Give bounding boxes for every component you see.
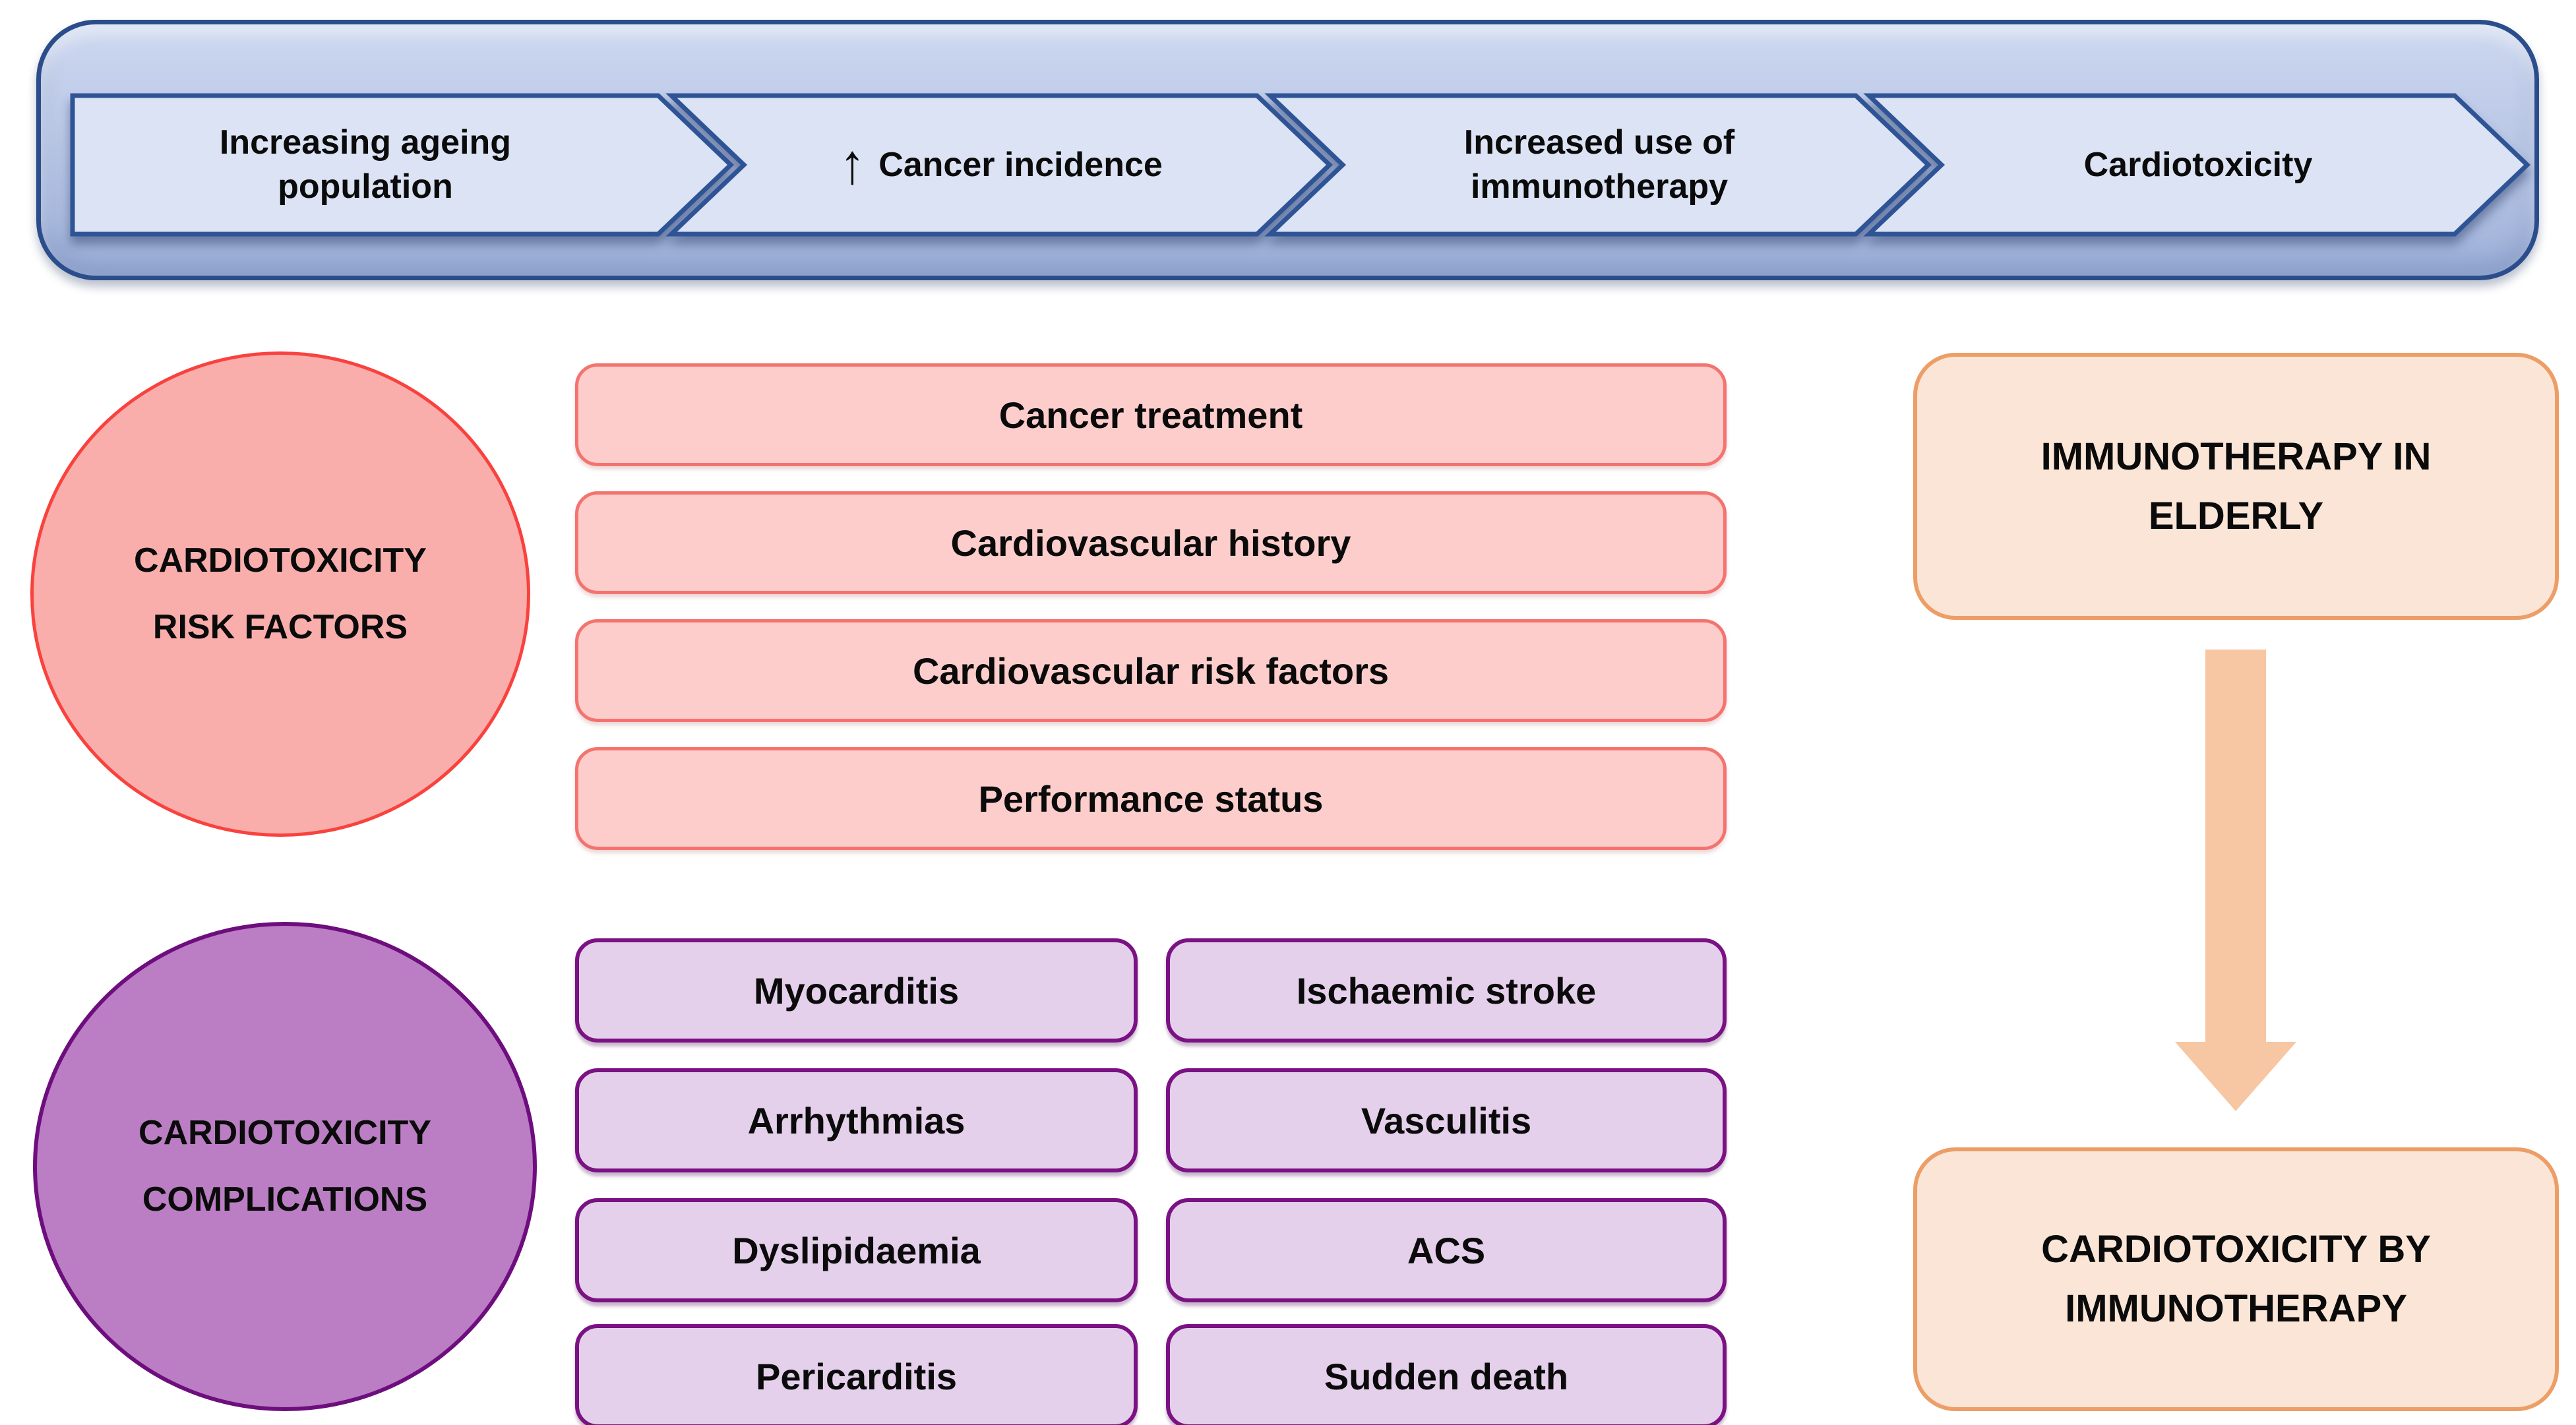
chevron-shape-1 [70, 93, 735, 237]
complications-circle-label: CARDIOTOXICITY COMPLICATIONS [138, 1100, 431, 1234]
banner-step-label: Cardiotoxicity [2084, 143, 2313, 187]
complication-box-label: Vasculitis [1361, 1099, 1532, 1141]
banner-step-line1: Cancer incidence [878, 145, 1163, 184]
complication-box-pericarditis: Pericarditis [575, 1324, 1138, 1425]
risk-box-label: Cancer treatment [998, 394, 1303, 436]
complication-box-sudden-death: Sudden death [1166, 1324, 1727, 1425]
immunotherapy-in-elderly-label: IMMUNOTHERAPY IN ELDERLY [2040, 435, 2432, 537]
risk-box-performance-status: Performance status [575, 747, 1727, 850]
circle-line1: CARDIOTOXICITY [138, 1113, 431, 1152]
complication-box-myocarditis: Myocarditis [575, 938, 1138, 1043]
circle-line2: COMPLICATIONS [142, 1180, 428, 1219]
chevron-arrow-band [70, 93, 2531, 237]
down-arrow-icon [2175, 650, 2296, 1111]
banner-step-line2: population [278, 167, 453, 206]
banner-step-immunotherapy-use: Increased use of immunotherapy [1270, 96, 1928, 234]
circle-line1: CARDIOTOXICITY [134, 541, 427, 580]
banner-step-cardiotoxicity: Cardiotoxicity [1869, 96, 2527, 234]
banner-step-label: ↑ Cancer incidence [838, 133, 1163, 197]
circle-line2: RISK FACTORS [152, 608, 408, 646]
banner-step-line2: immunotherapy [1470, 167, 1729, 206]
complication-box-label: Myocarditis [753, 969, 960, 1012]
banner-step-ageing-population: Increasing ageing population [73, 96, 658, 234]
banner-step-label: Increasing ageing population [220, 121, 511, 208]
complication-box-label: ACS [1407, 1229, 1486, 1271]
complication-box-label: Arrhythmias [747, 1099, 966, 1141]
complications-circle: CARDIOTOXICITY COMPLICATIONS [33, 922, 537, 1411]
complication-box-acs: ACS [1166, 1198, 1727, 1302]
risk-box-cardiovascular-risk-factors: Cardiovascular risk factors [575, 619, 1727, 722]
complication-box-label: Sudden death [1324, 1355, 1569, 1397]
banner-step-label: Increased use of immunotherapy [1464, 121, 1734, 208]
complication-box-vasculitis: Vasculitis [1166, 1068, 1727, 1172]
chevron-shape-3 [1264, 93, 1932, 237]
complication-box-label: Dyslipidaemia [732, 1229, 981, 1271]
complication-box-label: Pericarditis [755, 1355, 958, 1397]
risk-box-label: Cardiovascular history [950, 522, 1351, 564]
chevron-shape-4 [1863, 93, 2531, 237]
risk-box-label: Cardiovascular risk factors [912, 650, 1390, 692]
complication-box-label: Ischaemic stroke [1296, 969, 1597, 1012]
risk-factors-circle: CARDIOTOXICITY RISK FACTORS [30, 351, 530, 837]
complication-box-dyslipidaemia: Dyslipidaemia [575, 1198, 1138, 1302]
up-arrow-icon: ↑ [840, 133, 866, 197]
complication-box-ischaemic-stroke: Ischaemic stroke [1166, 938, 1727, 1043]
risk-box-cancer-treatment: Cancer treatment [575, 363, 1727, 466]
immunotherapy-in-elderly-box: IMMUNOTHERAPY IN ELDERLY [1913, 353, 2559, 620]
banner-step-cancer-incidence: ↑ Cancer incidence [671, 96, 1330, 234]
banner-step-line1: Increased use of [1463, 123, 1735, 162]
risk-factors-circle-label: CARDIOTOXICITY RISK FACTORS [134, 528, 427, 661]
cardiotoxicity-by-immunotherapy-box: CARDIOTOXICITY BY IMMUNOTHERAPY [1913, 1147, 2559, 1411]
complication-box-arrhythmias: Arrhythmias [575, 1068, 1138, 1172]
cardiotoxicity-by-immunotherapy-label: CARDIOTOXICITY BY IMMUNOTHERAPY [2041, 1228, 2431, 1330]
banner-step-line1: Increasing ageing [219, 123, 512, 162]
risk-box-label: Performance status [978, 777, 1324, 820]
banner-step-line1: Cardiotoxicity [2083, 145, 2313, 184]
chevron-shape-2 [665, 93, 1334, 237]
risk-box-cardiovascular-history: Cardiovascular history [575, 491, 1727, 594]
